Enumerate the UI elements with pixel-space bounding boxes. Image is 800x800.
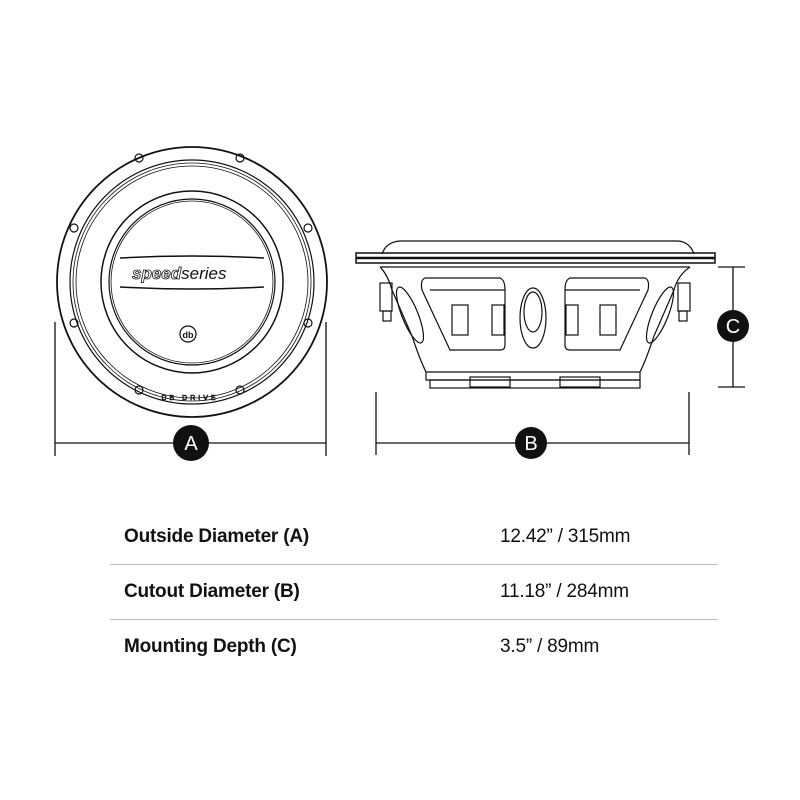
logo-text: speedseries — [132, 264, 227, 283]
spec-table: Outside Diameter (A) 12.42” / 315mm Cuto… — [110, 510, 718, 674]
spec-label: Mounting Depth (C) — [124, 636, 297, 657]
speaker-front-view — [56, 146, 328, 418]
spec-row-cutout-diameter: Cutout Diameter (B) 11.18” / 284mm — [110, 564, 718, 619]
dimension-a — [54, 322, 327, 461]
spec-row-outside-diameter: Outside Diameter (A) 12.42” / 315mm — [110, 510, 718, 564]
ring-text: DB DRIVE — [161, 395, 218, 402]
spec-value: 11.18” / 284mm — [500, 581, 629, 602]
spec-value: 3.5” / 89mm — [500, 636, 600, 657]
spec-row-mounting-depth: Mounting Depth (C) 3.5” / 89mm — [110, 619, 718, 674]
spec-label: Outside Diameter (A) — [124, 526, 309, 547]
spec-label: Cutout Diameter (B) — [124, 581, 300, 602]
mounting-holes — [69, 153, 313, 395]
marker-a: A — [184, 433, 198, 455]
badge-text: db — [183, 330, 194, 340]
marker-c: C — [726, 316, 740, 338]
db-badge-icon — [179, 325, 197, 343]
speaker-side-view — [355, 240, 716, 389]
dimension-c — [717, 266, 749, 388]
dimension-b — [375, 392, 690, 459]
spec-value: 12.42” / 315mm — [500, 526, 631, 547]
marker-b: B — [524, 433, 537, 455]
